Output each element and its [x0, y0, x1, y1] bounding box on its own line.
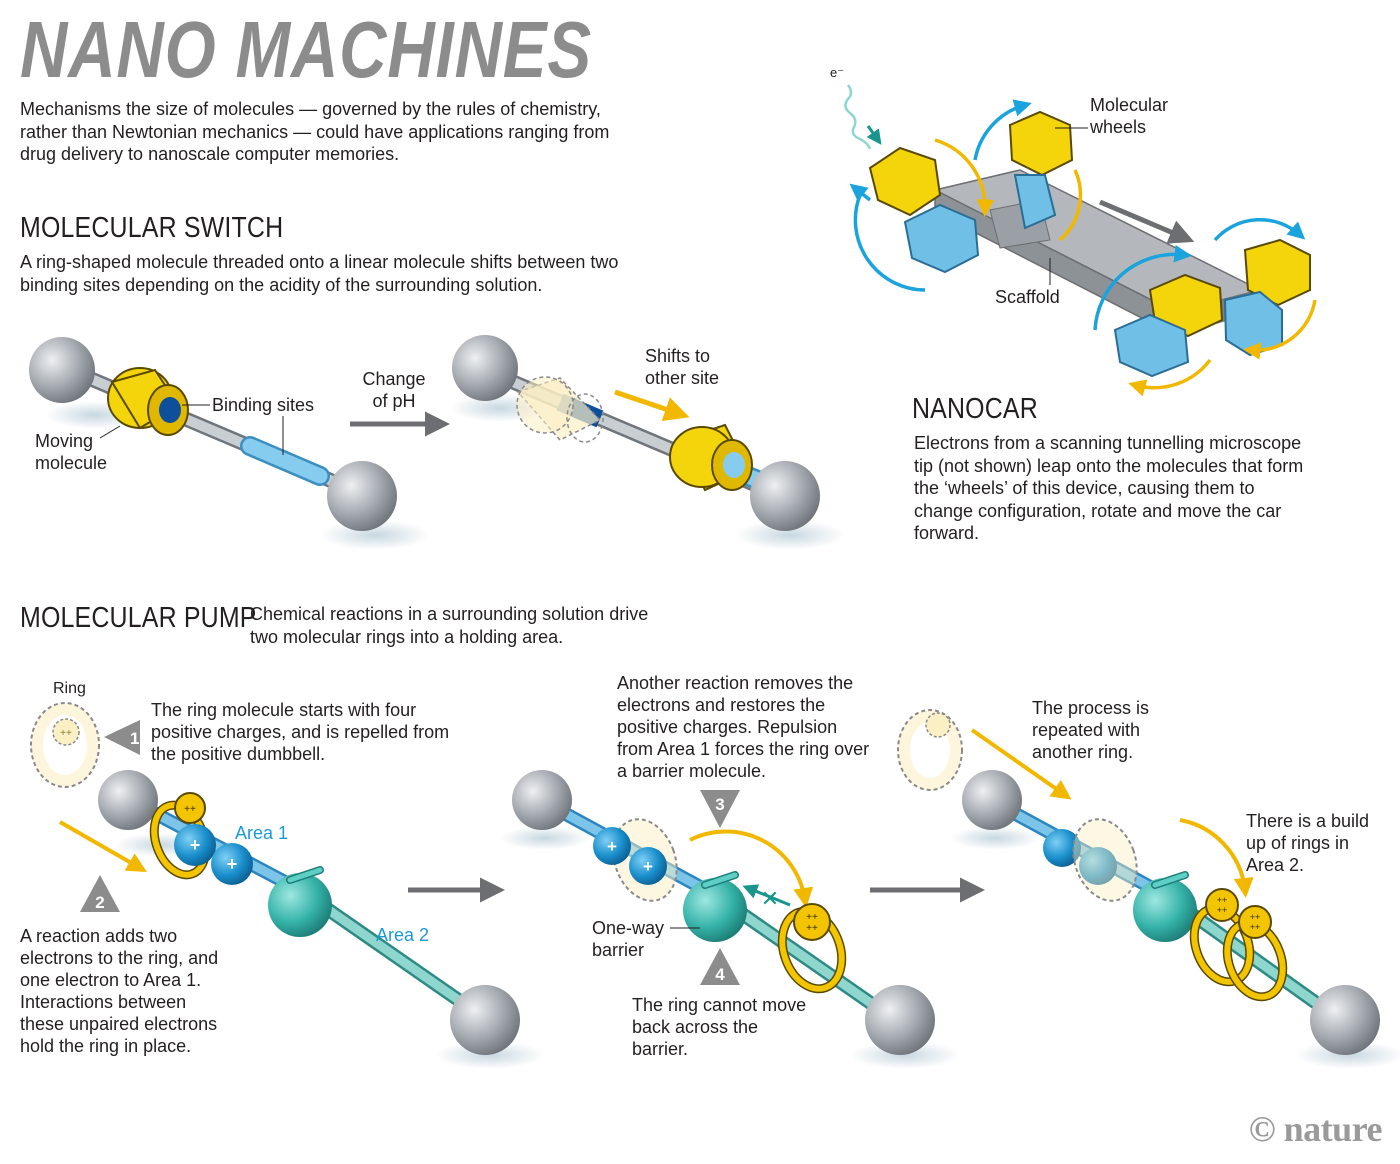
svg-text:++: ++: [184, 804, 196, 815]
forward-arrow: [1099, 199, 1195, 244]
svg-text:2: 2: [95, 893, 104, 912]
step-1-text: The ring molecule starts with four posit…: [151, 700, 450, 764]
svg-text:++: ++: [806, 912, 818, 923]
nanocar-heading: NANOCAR: [912, 393, 1038, 425]
electron-squiggle: [844, 84, 872, 150]
area-2-label: Area 2: [376, 925, 430, 945]
svg-text:3: 3: [715, 795, 724, 814]
binding-sites-label: Binding sites: [212, 395, 315, 415]
area-1-label: Area 1: [235, 823, 289, 843]
svg-text:+: +: [190, 835, 201, 855]
svg-text:+: +: [643, 857, 653, 876]
intro-text: Mechanisms the size of molecules — gover…: [20, 99, 610, 164]
moving-molecule-label: Moving molecule: [35, 431, 108, 473]
electron-label: e⁻: [830, 65, 845, 80]
pump-description: Chemical reactions in a surrounding solu…: [250, 604, 649, 647]
svg-text:++: ++: [1250, 922, 1261, 932]
nanocar-description: Electrons from a scanning tunnelling mic…: [914, 433, 1304, 543]
electron-arrow: [866, 125, 882, 145]
svg-text:1: 1: [130, 729, 139, 748]
ring-label: Ring: [53, 680, 86, 697]
pump-panel-1: ++ 1 2 + + ++: [30, 702, 545, 1069]
switch-dumbbell-right: [450, 335, 845, 550]
page-title: NANO MACHINES: [20, 5, 592, 94]
shifts-label: Shifts to other site: [645, 346, 720, 388]
pump-panel-2: + + 3 ++ ++ ✕ 4: [500, 770, 960, 1069]
svg-text:✕: ✕: [761, 886, 779, 911]
svg-text:++: ++: [1250, 912, 1261, 922]
pump-panel-3: ++ ++ ++ ++: [897, 709, 1400, 1069]
svg-text:4: 4: [715, 965, 725, 984]
svg-text:+: +: [607, 837, 617, 856]
pump-heading: MOLECULAR PUMP: [20, 602, 257, 634]
nature-credit: © nature: [1248, 1109, 1383, 1149]
shifts-arrow: [614, 389, 690, 422]
nanocar-illustration: [844, 84, 1317, 397]
svg-text:++: ++: [806, 923, 818, 934]
one-way-barrier-label: One-way barrier: [592, 918, 665, 960]
switch-dumbbell-left: [29, 337, 430, 550]
moving-molecule-leader: [99, 425, 121, 439]
svg-text:++: ++: [1217, 905, 1228, 915]
scaffold-label: Scaffold: [995, 287, 1060, 307]
switch-description: A ring-shaped molecule threaded onto a l…: [20, 252, 619, 295]
change-ph-label: Change of pH: [362, 369, 426, 411]
step-4-text: The ring cannot move back across the bar…: [632, 995, 807, 1059]
repeat-text: The process is repeated with another rin…: [1032, 698, 1150, 762]
svg-text:++: ++: [1217, 895, 1228, 905]
step-3-text: Another reaction removes the electrons a…: [617, 673, 870, 781]
molecular-wheels-label: Molecular wheels: [1090, 95, 1169, 137]
svg-text:+: +: [227, 854, 238, 874]
svg-text:++: ++: [60, 728, 72, 739]
switch-heading: MOLECULAR SWITCH: [20, 212, 284, 244]
buildup-text: There is a build up of rings in Area 2.: [1246, 811, 1370, 875]
step-2-text: A reaction adds two electrons to the rin…: [20, 926, 219, 1056]
